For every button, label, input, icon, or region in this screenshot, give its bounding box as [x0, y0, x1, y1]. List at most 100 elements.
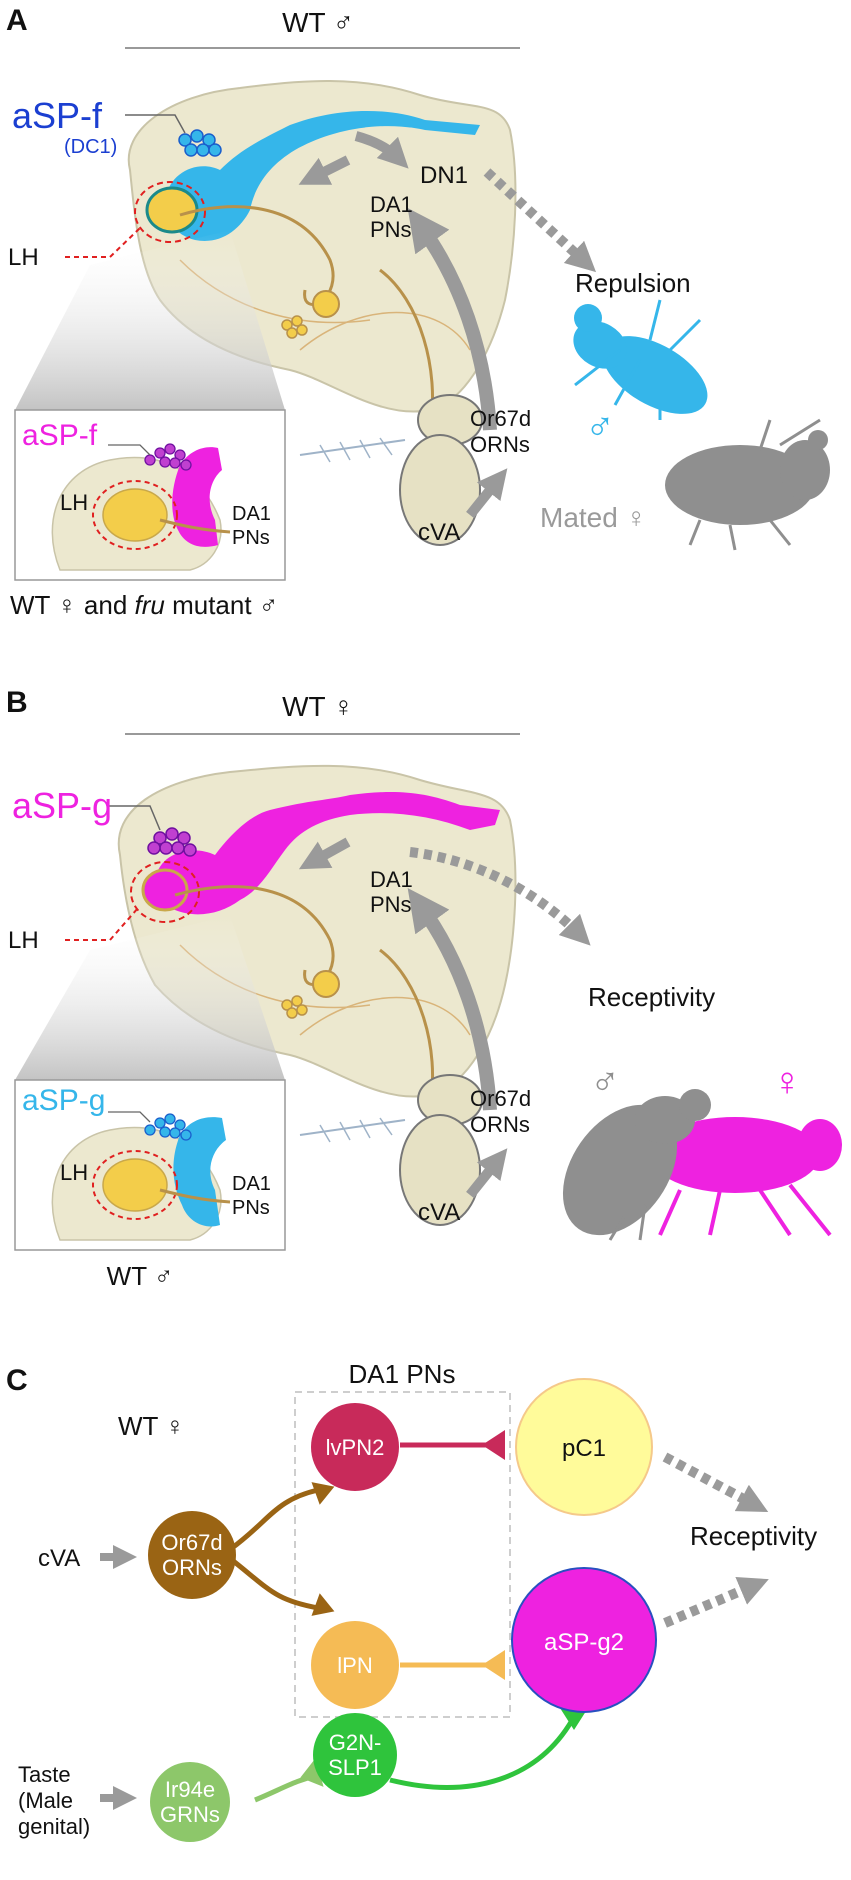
panel-b-inset-da1-label: DA1	[232, 1173, 271, 1195]
panel-b-letter: B	[6, 686, 28, 719]
panel-a-dn1-label: DN1	[420, 162, 468, 189]
panel-a-da1-label: DA1	[370, 192, 413, 217]
panel-b-mating-flies-icon	[562, 1089, 842, 1241]
panel-a-pn-somata	[281, 315, 308, 339]
panel-c-node-lvpn2	[311, 1403, 399, 1491]
panel-b-or67d-label: Or67d	[470, 1086, 531, 1111]
panel-c-node-lpn	[311, 1621, 399, 1709]
panel-b-inset-somata	[144, 1113, 192, 1141]
panel-a-inset-pns-label: PNs	[232, 527, 270, 549]
panel-b-female-symbol: ♀	[772, 1060, 802, 1104]
panel-c-box-title: DA1 PNs	[349, 1359, 456, 1389]
panel-c-node-or67d-label-1: Or67d	[161, 1530, 222, 1555]
panel-a-mated-female-fly-icon	[665, 418, 830, 551]
panel-a-brain-contour	[299, 311, 471, 351]
panel-b-cva-label: cVA	[418, 1199, 460, 1226]
panel-c-taste-label-3: genital)	[18, 1814, 90, 1839]
panel-b-da1-glomerulus	[312, 970, 340, 998]
panel-c-letter: C	[6, 1364, 28, 1397]
panel-a-pns-label: PNs	[370, 217, 412, 242]
panel-a-caption: WT ♀ and fru mutant ♂	[10, 590, 278, 620]
panel-a-cva-label: cVA	[418, 519, 460, 546]
panel-c-wt-label: WT ♀	[118, 1411, 185, 1441]
panel-b-header: WT ♀	[282, 691, 354, 722]
panel-b-inset-lh-outline	[92, 1150, 178, 1220]
panel-b-orns-label: ORNs	[470, 1112, 530, 1137]
panel-a-arrow-pn-to-aspf	[298, 155, 351, 185]
panel-c-node-pc1	[515, 1378, 653, 1516]
panel-a-inset-neuron	[172, 447, 222, 547]
panel-a-lh-region	[145, 186, 199, 234]
panel-a-arrow-orn-to-pn	[407, 208, 497, 431]
panel-a-da1-glomerulus	[312, 290, 340, 318]
panel-a-letter: A	[6, 4, 28, 37]
panel-c-node-g2n-label-1: G2N-	[329, 1730, 382, 1755]
panel-b-inset-zoom-wedge	[15, 915, 285, 1080]
panel-b-pns-label: PNs	[370, 892, 412, 917]
panel-a-asp-f-neuron	[165, 110, 480, 241]
panel-b-caption: WT ♂	[107, 1261, 174, 1291]
panel-a-male-fly-icon	[573, 299, 708, 420]
panel-a-inset-da1-label: DA1	[232, 503, 271, 525]
panel-a-or67d-label: Or67d	[470, 406, 531, 431]
panel-b-inset-pns-label: PNs	[232, 1197, 270, 1219]
panel-c-cva-label: cVA	[38, 1545, 80, 1572]
panel-a-lh-outline	[134, 181, 206, 243]
panel-a-behaviour-label: Repulsion	[575, 268, 691, 298]
panel-c-node-pc1-label: pC1	[562, 1435, 606, 1462]
panel-c-node-lvpn2-label: lvPN2	[326, 1435, 385, 1460]
panel-c: C DA1 PNs WT ♀ Or67d ORNs lvPN2 lPN pC1	[6, 1359, 817, 1842]
panel-c-receptivity-label: Receptivity	[690, 1521, 817, 1551]
panel-c-taste-label-1: Taste	[18, 1762, 71, 1787]
panel-c-node-aspg2-label: aSP-g2	[544, 1629, 624, 1656]
panel-c-node-aspg2	[511, 1567, 657, 1713]
panel-a-inset-neuron-label: aSP-f	[22, 419, 98, 452]
panel-a-label-pointer	[125, 114, 186, 134]
panel-b-inset-neuron-label: aSP-g	[22, 1084, 105, 1117]
panel-c-da1-box	[294, 1391, 511, 1718]
panel-a-orns-label: ORNs	[470, 432, 530, 457]
panel-b-pn-somata	[281, 995, 308, 1019]
panel-b-arrow-pn-to-aspg	[298, 837, 351, 870]
panel-a-header: WT ♂	[282, 7, 354, 38]
panel-a-inset-somata	[144, 443, 192, 471]
panel-b-da1-label: DA1	[370, 867, 413, 892]
panel-a-arista	[299, 439, 406, 456]
panel-b-male-symbol: ♂	[590, 1060, 620, 1104]
panel-b-arrow-to-receptivity	[409, 847, 591, 946]
panel-b-inset-lh-region	[102, 1158, 168, 1212]
panel-c-edge-g2n-aspg2	[389, 1713, 578, 1790]
panel-c-taste-label-2: (Male	[18, 1788, 73, 1813]
panel-b-neuron-label: aSP-g	[12, 785, 112, 826]
panel-a-arrow-cva	[466, 468, 508, 519]
panel-a-mated-female-label: Mated ♀	[540, 502, 647, 533]
panel-c-node-ir94e	[150, 1762, 230, 1842]
panel-b: B WT ♀ aSP-g LH DA1 PNs	[6, 686, 842, 1291]
panel-b-asp-g-somata	[147, 827, 197, 857]
panel-c-node-ir94e-label-2: GRNs	[160, 1802, 220, 1827]
panel-a-inset-lh-label: LH	[60, 490, 88, 515]
panel-b-arrow-orn-to-pn	[407, 888, 497, 1111]
panel-b-lh-label: LH	[8, 927, 39, 954]
panel-b-arista	[299, 1119, 406, 1136]
panel-c-node-g2n	[313, 1713, 397, 1797]
panel-c-node-ir94e-label-1: Ir94e	[165, 1777, 215, 1802]
panel-c-node-or67d	[148, 1511, 236, 1599]
panel-b-behaviour-label: Receptivity	[588, 982, 715, 1012]
panel-b-arrow-cva	[466, 1148, 508, 1199]
panel-c-arrow-pc1-receptivity	[662, 1452, 769, 1513]
panel-c-edge-or67d-lvpn2	[230, 1487, 319, 1551]
panel-a-inset-lh-region	[102, 488, 168, 542]
panel-a-inset-lh-outline	[92, 480, 178, 550]
panel-c-node-or67d-label-2: ORNs	[162, 1555, 222, 1580]
panel-c-node-lpn-label: lPN	[337, 1653, 372, 1678]
panel-a-neuron-sublabel: (DC1)	[64, 136, 117, 158]
panel-a-male-symbol: ♂	[585, 405, 615, 449]
panel-a-inset-zoom-wedge	[15, 230, 285, 410]
panel-a-arrow-to-dn1	[354, 131, 409, 169]
panel-b-asp-g-neuron	[155, 792, 500, 915]
panel-b-inset-lh-label: LH	[60, 1160, 88, 1185]
panel-c-node-g2n-label-2: SLP1	[328, 1755, 382, 1780]
panel-c-arrow-aspg2-receptivity	[663, 1577, 769, 1628]
